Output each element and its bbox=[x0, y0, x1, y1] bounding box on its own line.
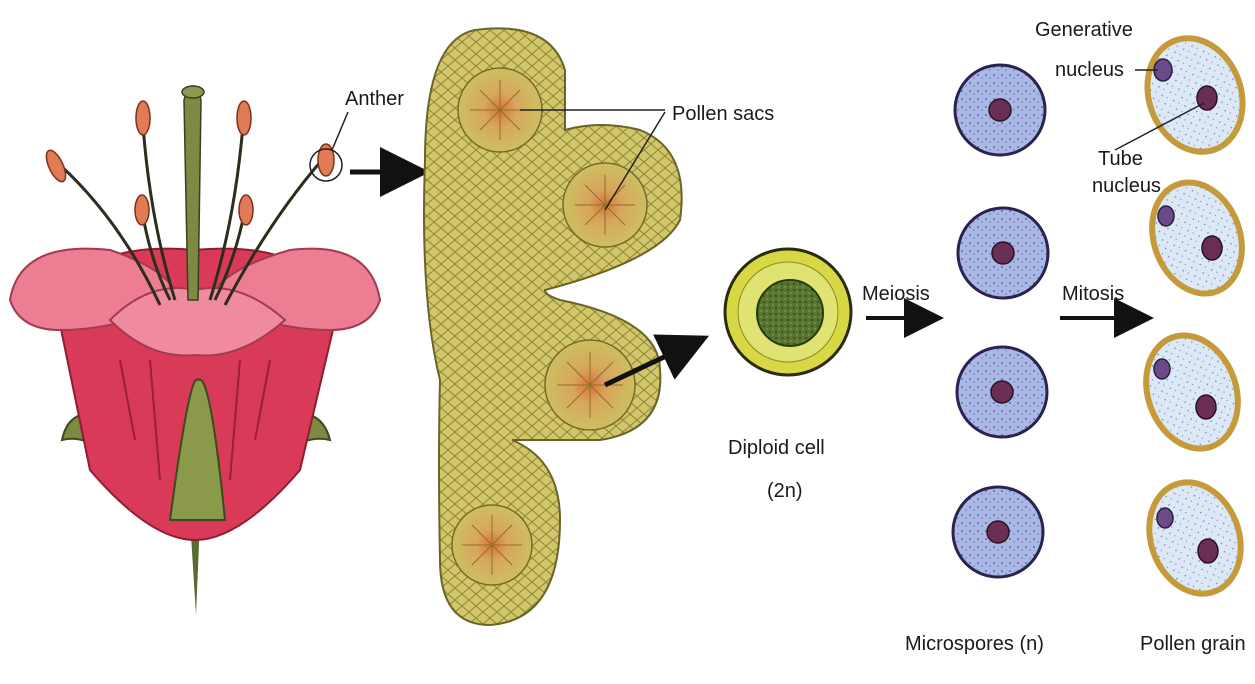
microspore-4 bbox=[953, 487, 1043, 577]
microspore-2 bbox=[958, 208, 1048, 298]
pollen-grain-3 bbox=[1131, 322, 1253, 461]
pollen-grain-4 bbox=[1134, 469, 1255, 606]
label-anther: Anther bbox=[345, 88, 404, 110]
label-microspores: Microspores (n) bbox=[905, 633, 1044, 655]
leader-anther bbox=[332, 112, 348, 150]
lily-flower bbox=[10, 86, 380, 615]
microspore-3 bbox=[957, 347, 1047, 437]
microspores bbox=[953, 65, 1048, 577]
label-generative-line2: nucleus bbox=[1055, 59, 1124, 81]
label-pollen-grain: Pollen grain bbox=[1140, 633, 1246, 655]
label-diploid-ploidy: (2n) bbox=[767, 480, 803, 502]
label-meiosis: Meiosis bbox=[862, 283, 930, 305]
label-diploid-cell: Diploid cell bbox=[728, 437, 825, 459]
label-tube-line1: Tube bbox=[1098, 148, 1143, 170]
label-tube-line2: nucleus bbox=[1092, 175, 1161, 197]
diploid-nucleus bbox=[757, 280, 823, 346]
label-generative-line1: Generative bbox=[1035, 19, 1133, 41]
anther-cross-section bbox=[424, 28, 682, 625]
microspore-1 bbox=[955, 65, 1045, 155]
label-pollen-sacs: Pollen sacs bbox=[672, 103, 774, 125]
pollen-grains bbox=[1131, 25, 1255, 607]
label-mitosis: Mitosis bbox=[1062, 283, 1124, 305]
diploid-cell bbox=[725, 249, 851, 375]
stigma bbox=[182, 86, 204, 98]
pollen-grain-1 bbox=[1132, 25, 1255, 165]
